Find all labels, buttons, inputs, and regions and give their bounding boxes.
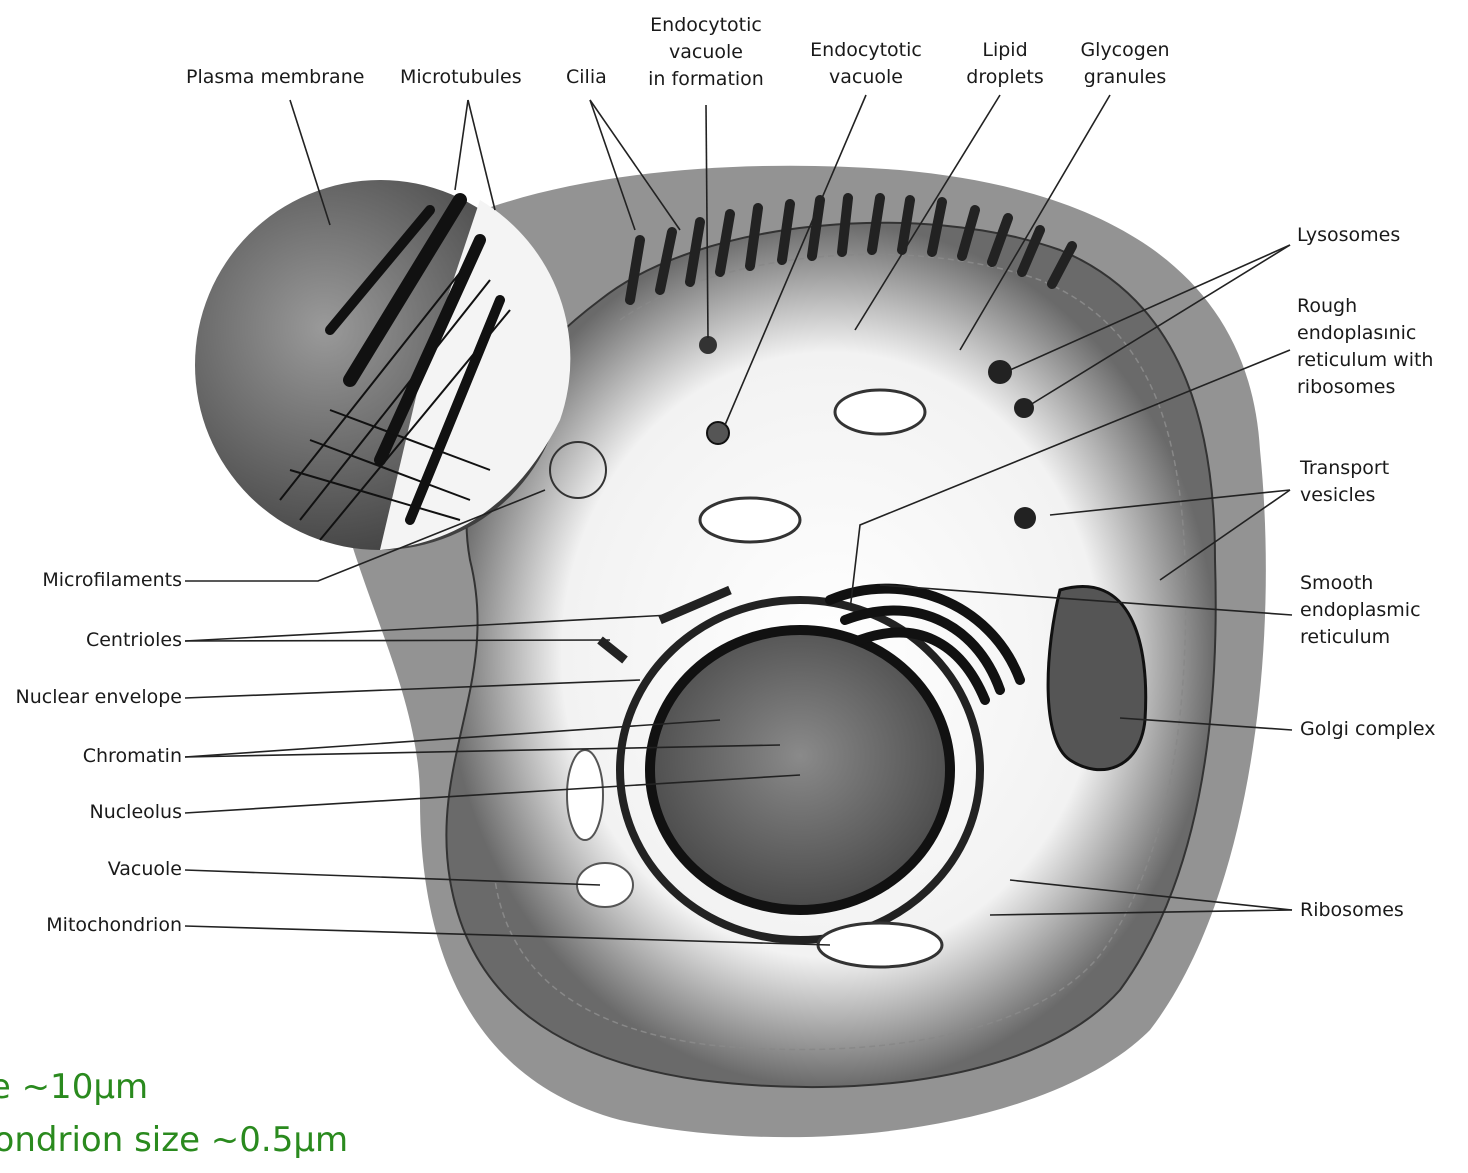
mitochondrion-2 bbox=[700, 498, 800, 542]
label-rough-er: Rough endoplasınic reticulum with riboso… bbox=[1297, 293, 1433, 401]
lysosome-2 bbox=[1014, 398, 1034, 418]
label-smooth-er: Smooth endoplasmic reticulum bbox=[1300, 570, 1421, 651]
label-ribosomes: Ribosomes bbox=[1300, 897, 1404, 924]
label-chromatin: Chromatin bbox=[0, 743, 182, 770]
label-golgi-complex: Golgi complex bbox=[1300, 716, 1436, 743]
label-plasma-membrane: Plasma membrane bbox=[186, 64, 364, 91]
note-mitochondrion-size: hondrion size ~0.5μm bbox=[0, 1120, 348, 1160]
label-mitochondrion: Mitochondrion bbox=[0, 912, 182, 939]
vacuole-shape-2 bbox=[567, 750, 603, 840]
label-microtubules: Microtubules bbox=[400, 64, 522, 91]
lysosome-1 bbox=[988, 360, 1012, 384]
transport-vesicle-shape bbox=[1014, 507, 1036, 529]
nucleus bbox=[650, 630, 950, 910]
mitochondrion-3 bbox=[818, 923, 942, 967]
endocytotic-vacuole-shape bbox=[707, 422, 729, 444]
mitochondrion-1 bbox=[835, 390, 925, 434]
label-microfilaments: Microfilaments bbox=[0, 567, 182, 594]
label-vacuole: Vacuole bbox=[0, 856, 182, 883]
label-lipid-droplets: Lipid droplets bbox=[955, 37, 1055, 91]
label-lysosomes: Lysosomes bbox=[1297, 222, 1400, 249]
label-centrioles: Centrioles bbox=[0, 627, 182, 654]
label-nucleolus: Nucleolus bbox=[0, 799, 182, 826]
label-glycogen-granules: Glycogen granules bbox=[1075, 37, 1175, 91]
label-transport-vesicles: Transport vesicles bbox=[1300, 455, 1389, 509]
note-cell-size: ze ~10μm bbox=[0, 1067, 148, 1107]
endocytotic-vacuole-forming bbox=[699, 336, 717, 354]
label-endocytotic-vacuole-formation: Endocytotic vacuole in formation bbox=[632, 12, 780, 93]
label-nuclear-envelope: Nuclear envelope bbox=[0, 684, 182, 711]
label-endocytotic-vacuole: Endocytotic vacuole bbox=[796, 37, 936, 91]
label-cilia: Cilia bbox=[566, 64, 607, 91]
